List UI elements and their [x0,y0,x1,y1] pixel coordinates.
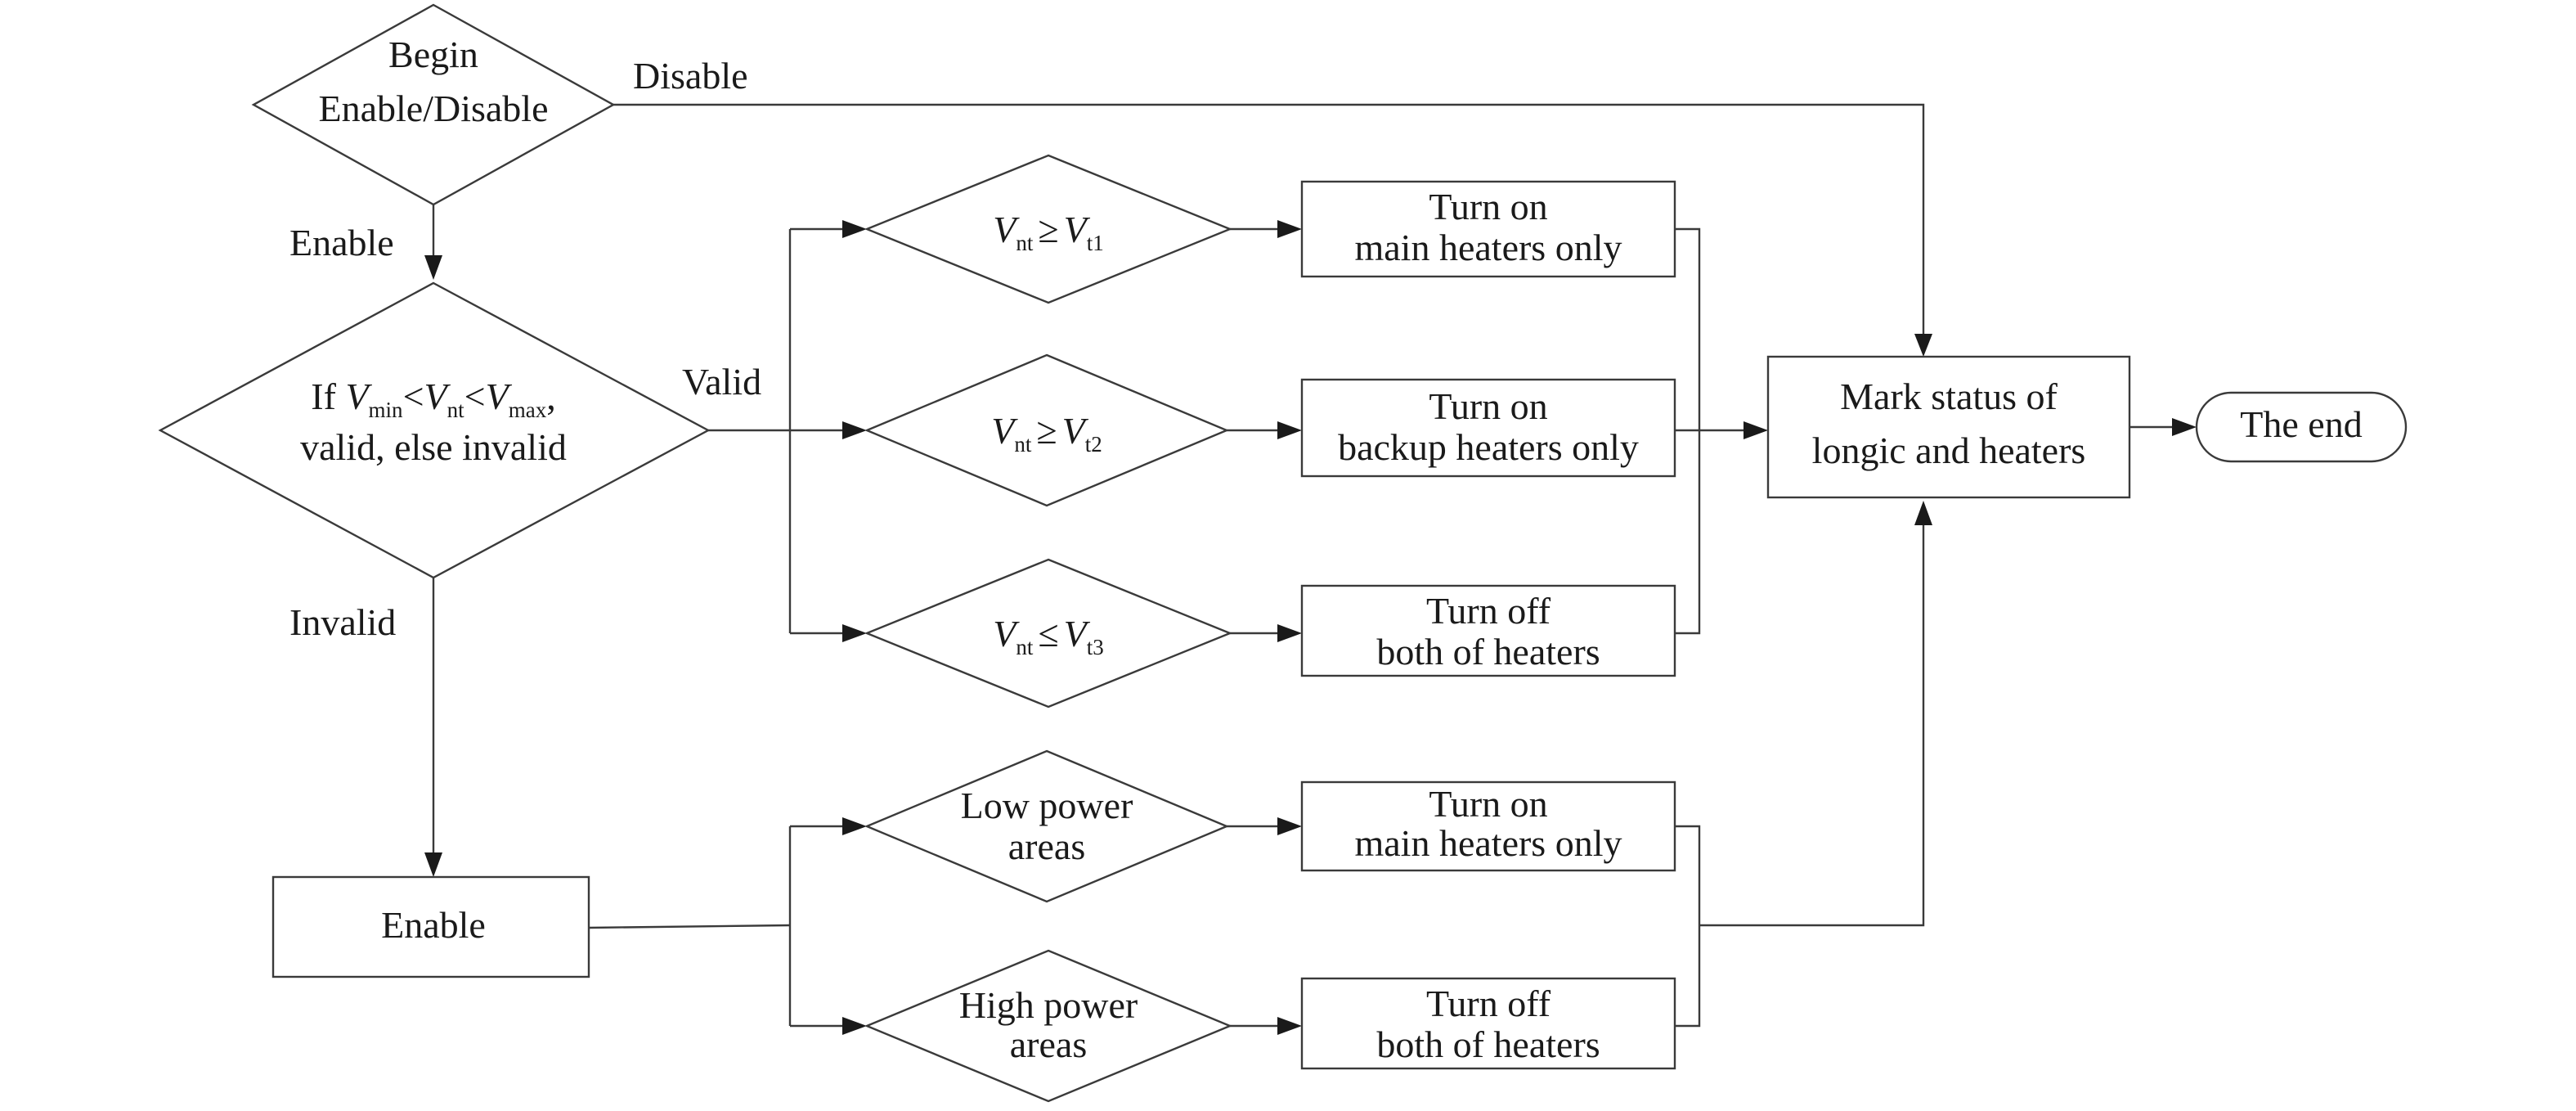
action-heaters-off-1: Turn off both of heaters [1300,584,1676,677]
condition-vt2-label: Vnt≥Vt2 [991,410,1102,457]
condition-high-power: High power areas [864,949,1233,1103]
enable-box-label: Enable [381,904,486,946]
edge-lower-to-mark [1699,525,1925,927]
arrowhead [1277,817,1302,835]
end-terminator: The end [2195,391,2408,463]
condition-vt1-label: Vnt≥Vt1 [993,209,1104,255]
end-label: The end [2240,403,2362,445]
action-main-heaters-2: Turn on main heaters only [1300,780,1676,872]
condition-vt3: Vnt≤Vt3 [864,558,1233,708]
action-3-line1: Turn off [1426,590,1551,632]
validity-decision: If Vmin<Vnt<Vmax, valid, else invalid [158,281,711,579]
arrowhead [842,817,867,835]
start-label-line1: Begin [388,34,478,75]
arrowhead [1744,421,1768,439]
connectors [424,103,2197,1035]
arrowhead [842,220,867,238]
arrowhead [424,852,442,877]
arrowhead [842,624,867,642]
arrowhead [1277,1017,1302,1035]
high-power-line1: High power [959,984,1138,1026]
condition-vt1: Vnt≥Vt1 [864,154,1233,304]
enable-box: Enable [272,875,590,978]
action-4-line1: Turn on [1429,783,1547,825]
action-2-line2: backup heaters only [1338,426,1639,468]
action-5-line2: both of heaters [1376,1023,1600,1065]
arrowhead [424,255,442,280]
condition-vt2: Vnt≥Vt2 [864,353,1230,507]
mark-status-line2: longic and heaters [1812,430,2086,471]
mark-status-line1: Mark status of [1840,376,2058,417]
start-decision: Begin Enable/Disable [251,3,616,206]
edge-lower-merge [1675,825,1701,1028]
edge-label-disable: Disable [633,55,748,97]
edge-label-valid: Valid [682,361,761,403]
low-power-line1: Low power [961,785,1133,826]
action-1-line2: main heaters only [1354,227,1622,268]
edge-enable-box [588,924,791,929]
validity-condition: If Vmin<Vnt<Vmax, [311,376,555,422]
action-4-line2: main heaters only [1354,822,1622,864]
arrowhead [842,1017,867,1035]
arrowhead [1914,501,1932,525]
validity-label-line2: valid, else invalid [300,426,567,468]
condition-low-power: Low power areas [864,749,1230,903]
mark-status-box: Mark status of longic and heaters [1766,355,2131,499]
action-5-line1: Turn off [1426,983,1551,1024]
start-label-line2: Enable/Disable [318,88,548,129]
arrowhead [1277,421,1302,439]
condition-vt3-label: Vnt≤Vt3 [993,613,1104,659]
arrowhead [1277,624,1302,642]
action-main-heaters-1: Turn on main heaters only [1300,180,1676,278]
edge-disable [613,103,1925,334]
high-power-line2: areas [1010,1023,1087,1065]
edge-label-enable: Enable [289,222,394,263]
low-power-line2: areas [1008,825,1085,867]
action-2-line1: Turn on [1429,385,1547,427]
arrowhead [1277,220,1302,238]
action-backup-heaters: Turn on backup heaters only [1300,378,1676,478]
action-heaters-off-2: Turn off both of heaters [1300,977,1676,1070]
arrowhead [842,421,867,439]
edge-label-invalid: Invalid [289,601,396,643]
arrowhead [2172,418,2197,436]
action-3-line2: both of heaters [1376,631,1600,672]
action-1-line1: Turn on [1429,186,1547,227]
arrowhead [1914,334,1932,357]
